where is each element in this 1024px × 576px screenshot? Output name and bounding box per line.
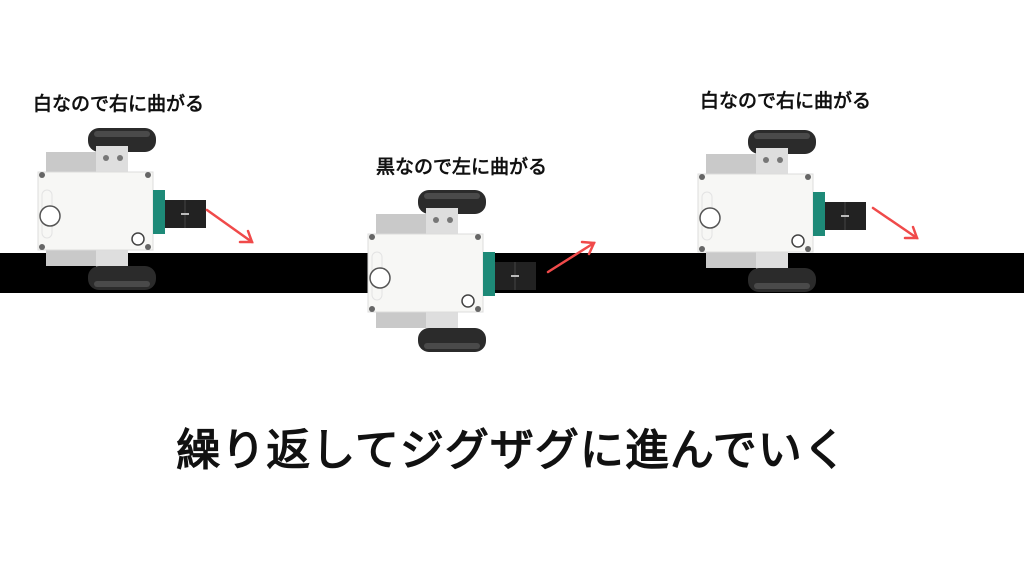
robot-2 xyxy=(367,189,537,353)
robot-3-label: 白なので右に曲がる xyxy=(700,90,872,112)
robot-1-label: 白なので右に曲がる xyxy=(33,93,205,115)
robot-2-label: 黒なので左に曲がる xyxy=(376,156,548,178)
arrow-right-turn-2 xyxy=(871,206,919,240)
arrow-right-turn-1 xyxy=(205,208,254,244)
arrow-left-turn xyxy=(546,240,596,274)
caption: 繰り返してジグザグに進んでいく xyxy=(176,425,848,476)
